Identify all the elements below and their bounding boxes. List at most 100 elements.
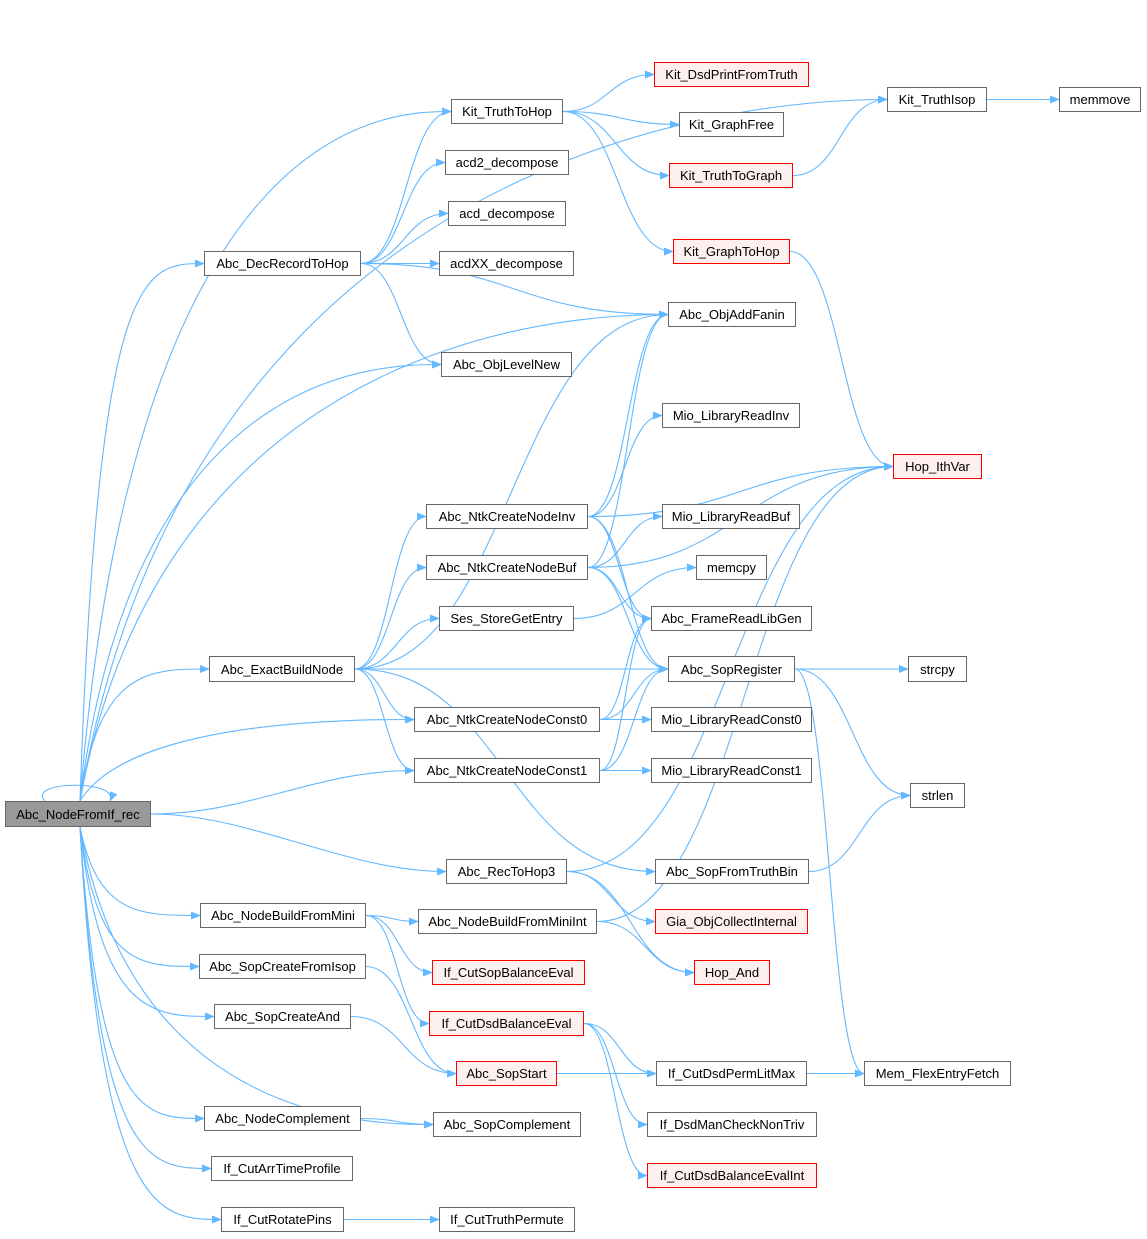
graph-node-rec3[interactable]: Abc_RecToHop3: [446, 859, 567, 884]
graph-node-sopstart[interactable]: Abc_SopStart: [456, 1061, 557, 1086]
graph-node-ninv[interactable]: Abc_NtkCreateNodeInv: [426, 504, 588, 529]
graph-node-sopand[interactable]: Abc_SopCreateAnd: [214, 1004, 351, 1029]
graph-node-strlen[interactable]: strlen: [910, 783, 965, 808]
graph-node-hopand[interactable]: Hop_And: [694, 960, 770, 985]
edge-kthop-to-kttg: [562, 110, 670, 180]
edge-sopbin-to-strlen: [808, 791, 911, 873]
graph-node-root[interactable]: Abc_NodeFromIf_rec: [5, 801, 151, 827]
graph-node-nontriv[interactable]: If_DsdManCheckNonTriv: [647, 1112, 817, 1137]
edge-exact-to-ses: [354, 614, 440, 670]
edge-nbuf-to-addfanin: [587, 310, 669, 569]
graph-node-mini[interactable]: Abc_NodeBuildFromMini: [200, 903, 366, 928]
graph-node-permlit[interactable]: If_CutDsdPermLitMax: [656, 1061, 807, 1086]
edge-exact-to-c0: [354, 668, 415, 724]
edge-decrec-to-addfanin: [360, 262, 669, 319]
graph-node-miniint[interactable]: Abc_NodeBuildFromMiniInt: [418, 909, 597, 934]
edge-nbuf-to-libgen: [587, 566, 652, 623]
graph-node-hopvar[interactable]: Hop_IthVar: [893, 454, 982, 479]
edge-sopreg-to-memflex: [794, 668, 865, 1078]
graph-node-memflex[interactable]: Mem_FlexEntryFetch: [864, 1061, 1011, 1086]
edge-mini-to-sopbal: [365, 914, 433, 977]
edge-root-to-root: [41, 784, 118, 802]
graph-node-kttg[interactable]: Kit_TruthToGraph: [669, 163, 793, 188]
graph-node-gia[interactable]: Gia_ObjCollectInternal: [655, 909, 808, 934]
graph-node-mioc1[interactable]: Mio_LibraryReadConst1: [651, 758, 812, 783]
graph-node-rotate[interactable]: If_CutRotatePins: [221, 1207, 344, 1232]
edge-ninv-to-mioinv: [587, 411, 663, 518]
edge-decrec-to-levelnew: [360, 262, 442, 369]
edge-dsdbal-to-permlit: [583, 1022, 657, 1078]
edge-decrec-to-acd: [360, 209, 449, 265]
edge-c0-to-sopreg: [599, 665, 669, 721]
edge-root-to-c1: [150, 766, 415, 815]
edge-miniint-to-hopvar: [596, 462, 894, 923]
graph-node-memcpy[interactable]: memcpy: [696, 555, 767, 580]
graph-node-kdsd[interactable]: Kit_DsdPrintFromTruth: [654, 62, 809, 87]
edge-mini-to-dsdbal: [365, 914, 430, 1028]
graph-node-ncompl[interactable]: Abc_NodeComplement: [204, 1106, 361, 1131]
edge-root-to-kthop: [79, 107, 452, 802]
graph-node-sopbal[interactable]: If_CutSopBalanceEval: [432, 960, 585, 985]
edge-ninv-to-addfanin: [587, 310, 669, 518]
graph-node-sopreg[interactable]: Abc_SopRegister: [668, 656, 795, 682]
graph-node-nbuf[interactable]: Abc_NtkCreateNodeBuf: [426, 555, 588, 580]
graph-node-decrec[interactable]: Abc_DecRecordToHop: [204, 251, 361, 276]
edge-kthop-to-kgfree: [562, 110, 680, 129]
edge-ncompl-to-sopcompl: [360, 1117, 434, 1129]
edge-kgth-to-hopvar: [789, 250, 894, 471]
graph-node-dsdbalint[interactable]: If_CutDsdBalanceEvalInt: [647, 1163, 817, 1188]
edge-exact-to-addfanin: [354, 310, 669, 670]
graph-node-kgfree[interactable]: Kit_GraphFree: [679, 112, 784, 137]
graph-node-sopisop[interactable]: Abc_SopCreateFromIsop: [199, 954, 366, 979]
edge-ninv-to-sopreg: [587, 515, 669, 673]
edge-root-to-arrtime: [79, 826, 212, 1173]
graph-node-c0[interactable]: Abc_NtkCreateNodeConst0: [414, 707, 600, 732]
edge-exact-to-nbuf: [354, 563, 427, 670]
edge-root-to-rec3: [150, 813, 447, 876]
edge-root-to-rotate: [79, 826, 222, 1224]
graph-node-ses[interactable]: Ses_StoreGetEntry: [439, 606, 574, 631]
edge-root-to-c0: [79, 715, 415, 802]
graph-node-kgth[interactable]: Kit_GraphToHop: [673, 239, 790, 264]
edge-ses-to-memcpy: [573, 563, 697, 620]
edge-root-to-addfanin: [79, 310, 669, 802]
graph-node-miobuf[interactable]: Mio_LibraryReadBuf: [662, 504, 800, 529]
graph-node-exact[interactable]: Abc_ExactBuildNode: [209, 656, 355, 682]
graph-node-mioinv[interactable]: Mio_LibraryReadInv: [662, 403, 800, 428]
edge-nbuf-to-miobuf: [587, 512, 663, 569]
graph-node-acdxx[interactable]: acdXX_decompose: [439, 251, 574, 276]
edge-kthop-to-kdsd: [562, 70, 655, 113]
graph-node-acd2[interactable]: acd2_decompose: [445, 150, 569, 175]
graph-node-acd[interactable]: acd_decompose: [448, 201, 566, 226]
graph-node-c1[interactable]: Abc_NtkCreateNodeConst1: [414, 758, 600, 783]
edge-kthop-to-kgth: [562, 110, 674, 256]
graph-node-mioc0[interactable]: Mio_LibraryReadConst0: [651, 707, 812, 732]
edge-kttg-to-kisop: [792, 95, 888, 177]
graph-node-levelnew[interactable]: Abc_ObjLevelNew: [441, 352, 572, 377]
edge-root-to-sopisop: [79, 826, 200, 971]
graph-node-strcpy[interactable]: strcpy: [908, 656, 967, 682]
graph-node-kthop[interactable]: Kit_TruthToHop: [451, 99, 563, 124]
edge-root-to-levelnew: [79, 360, 442, 802]
graph-node-permute[interactable]: If_CutTruthPermute: [439, 1207, 575, 1232]
edge-nbuf-to-sopreg: [587, 566, 669, 673]
edge-root-to-sopcompl: [79, 826, 434, 1129]
graph-node-sopcompl[interactable]: Abc_SopComplement: [433, 1112, 581, 1137]
graph-node-sopbin[interactable]: Abc_SopFromTruthBin: [655, 859, 809, 884]
graph-node-dsdbal[interactable]: If_CutDsdBalanceEval: [429, 1011, 584, 1036]
graph-node-kisop[interactable]: Kit_TruthIsop: [887, 87, 987, 112]
edge-sopisop-to-sopstart: [365, 965, 457, 1078]
graph-node-memmove[interactable]: memmove: [1059, 87, 1141, 112]
graph-node-addfanin[interactable]: Abc_ObjAddFanin: [668, 302, 796, 327]
edge-root-to-mini: [79, 826, 201, 920]
edge-c0-to-libgen: [599, 614, 652, 721]
graph-node-libgen[interactable]: Abc_FrameReadLibGen: [651, 606, 812, 631]
graph-node-arrtime[interactable]: If_CutArrTimeProfile: [211, 1156, 353, 1181]
edge-root-to-decrec: [79, 259, 205, 802]
edge-root-to-kisop: [79, 95, 888, 802]
edge-root-to-exact: [79, 665, 210, 802]
edge-ninv-to-libgen: [587, 515, 652, 623]
edge-c1-to-sopreg: [599, 665, 669, 772]
